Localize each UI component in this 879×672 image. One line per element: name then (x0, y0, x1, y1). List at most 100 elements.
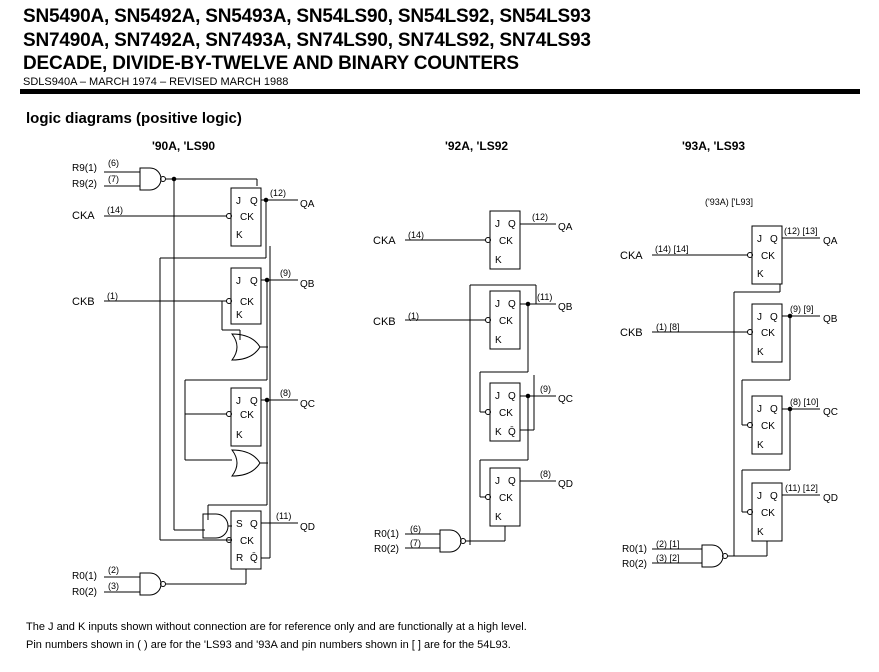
diagram-93-title: '93A, 'LS93 (682, 139, 745, 153)
qa-label-90: QA (300, 199, 315, 210)
cka-pin-92: (14) (408, 230, 424, 240)
r0-1-pin-90: (2) (108, 565, 119, 575)
qb-pin-90: (9) (280, 268, 291, 278)
ckb-pin-93: (1) [8] (656, 322, 680, 332)
ff-q: Q (508, 391, 516, 402)
ff-ck: CK (240, 297, 254, 308)
qd-pin-92: (8) (540, 469, 551, 479)
ff-j: J (757, 234, 762, 245)
ff-q: Q (250, 396, 258, 407)
header-line-2: SN7490A, SN7492A, SN7493A, SN74LS90, SN7… (23, 30, 591, 51)
ff-q: Q (250, 519, 258, 530)
ff-j: J (495, 476, 500, 487)
diagram-90-title: '90A, 'LS90 (152, 139, 215, 153)
r9-2-label: R9(2) (72, 179, 97, 190)
r9-1-label: R9(1) (72, 163, 97, 174)
qc-label-90: QC (300, 399, 315, 410)
cka-pin-90: (14) (107, 205, 123, 215)
cka-label-92: CKA (373, 235, 396, 247)
ff-q: Q (250, 196, 258, 207)
qb-pin-93: (9) [9] (790, 304, 814, 314)
or-gate-b-90 (230, 333, 261, 361)
flipflop-c-90 (230, 387, 262, 447)
diagram-92-title: '92A, 'LS92 (445, 139, 508, 153)
ff-k: K (236, 230, 243, 241)
cka-label-93: CKA (620, 250, 643, 262)
ff-ck: CK (499, 408, 513, 419)
qb-label-92: QB (558, 302, 573, 313)
qd-label-93: QD (823, 493, 838, 504)
qa-label-92: QA (558, 222, 573, 233)
qb-pin-92: (11) (537, 292, 552, 302)
ff-ck: CK (761, 328, 775, 339)
qa-pin-93: (12) [13] (784, 226, 818, 236)
ckb-label-90: CKB (72, 296, 95, 308)
footnote-jk-inputs: The J and K inputs shown without connect… (26, 621, 527, 633)
qd-pin-93: (11) [12] (785, 483, 818, 493)
ff-q: Q (508, 299, 516, 310)
ckb-label-93: CKB (620, 327, 643, 339)
ff-j: J (757, 491, 762, 502)
cka-pin-93: (14) [14] (655, 244, 689, 254)
ff-q: Q (508, 219, 516, 230)
ff-k: K (757, 440, 764, 451)
ff-ck: CK (240, 536, 254, 547)
r9-2-pin: (7) (108, 174, 119, 184)
ff-q: Q (770, 491, 778, 502)
r0-nand-gate-90 (139, 572, 162, 596)
ff-k: K (495, 255, 502, 266)
qa-pin-92: (12) (532, 212, 548, 222)
qd-pin-90: (11) (276, 511, 291, 521)
r0-1-pin-93: (2) [1] (656, 539, 680, 549)
qd-label-92: QD (558, 479, 573, 490)
ff-ck: CK (499, 316, 513, 327)
diagram-90: '90A, 'LS90 R9(1) (6) R9(2) (7) CKA (14)… (72, 139, 315, 598)
ff-j: J (495, 299, 500, 310)
ff-k: K (757, 269, 764, 280)
qa-label-93: QA (823, 236, 838, 247)
header-line-3: DECADE, DIVIDE-BY-TWELVE AND BINARY COUN… (23, 53, 519, 74)
ckb-pin-90: (1) (107, 291, 118, 301)
ff-k: K (495, 427, 502, 438)
section-title: logic diagrams (positive logic) (26, 110, 242, 127)
ff-ck: CK (761, 251, 775, 262)
ff-ck: CK (240, 212, 254, 223)
r9-nand-gate (139, 167, 162, 191)
document-id: SDLS940A – MARCH 1974 – REVISED MARCH 19… (23, 76, 289, 88)
ff-q: Q (508, 476, 516, 487)
qb-label-93: QB (823, 314, 838, 325)
r0-1-label-92: R0(1) (374, 529, 399, 540)
qd-label-90: QD (300, 522, 315, 533)
ff-j: J (495, 391, 500, 402)
r0-nand-gate-92 (439, 529, 462, 553)
ff-k: K (757, 347, 764, 358)
ff-r: R (236, 553, 243, 564)
ff-j: J (757, 404, 762, 415)
ff-j: J (757, 312, 762, 323)
qb-label-90: QB (300, 279, 315, 290)
ff-j: J (236, 276, 241, 287)
ff-q: Q (770, 234, 778, 245)
ff-k: K (757, 527, 764, 538)
footnote-pin-numbers: Pin numbers shown in ( ) are for the 'LS… (26, 639, 511, 651)
ff-k: K (236, 310, 243, 321)
ff-q: Q (250, 276, 258, 287)
ckb-pin-92: (1) (408, 311, 419, 321)
r0-2-label-90: R0(2) (72, 587, 97, 598)
r0-2-label-93: R0(2) (622, 559, 647, 570)
r0-2-pin-90: (3) (108, 581, 119, 591)
ff-k: K (495, 335, 502, 346)
ff-ck: CK (499, 493, 513, 504)
r0-2-pin-92: (7) (410, 538, 421, 548)
r0-1-pin-92: (6) (410, 524, 421, 534)
ckb-label-92: CKB (373, 316, 396, 328)
qc-label-93: QC (823, 407, 838, 418)
qc-pin-90: (8) (280, 388, 291, 398)
ff-j: J (495, 219, 500, 230)
ff-k: K (236, 430, 243, 441)
qc-label-92: QC (558, 394, 573, 405)
r0-nand-gate-93 (701, 544, 724, 568)
r0-1-label-90: R0(1) (72, 571, 97, 582)
ff-ck: CK (499, 236, 513, 247)
r0-2-pin-93: (3) [2] (656, 553, 680, 563)
